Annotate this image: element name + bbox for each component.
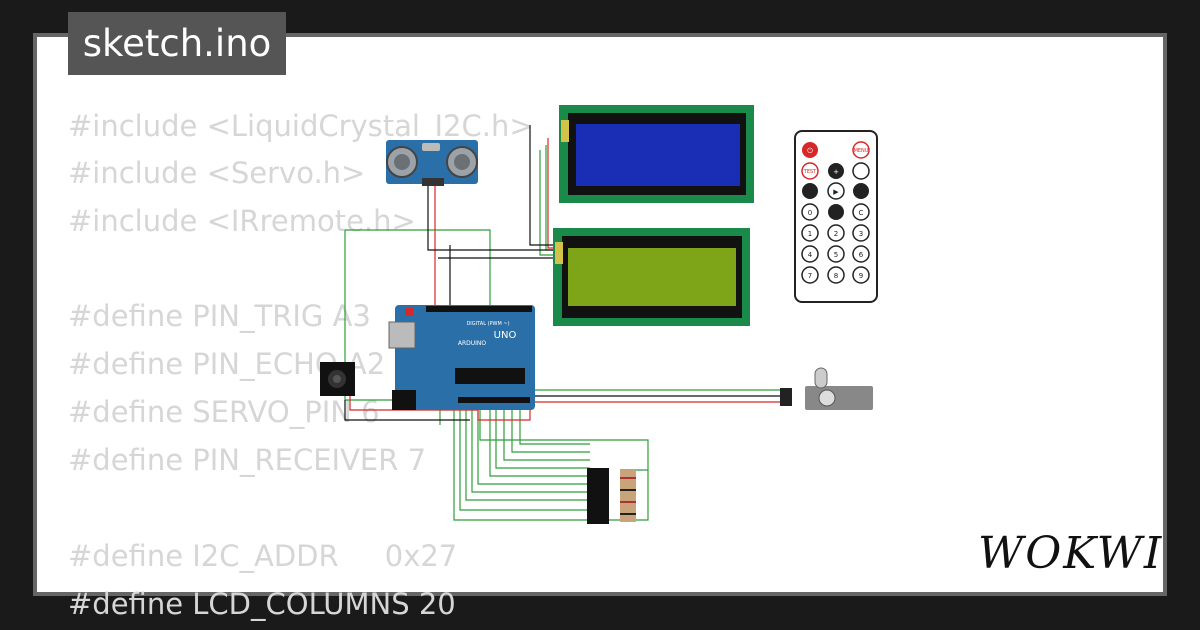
servo-motor[interactable] xyxy=(780,367,873,410)
remote-test-label: TEST xyxy=(803,169,817,175)
lcd-i2c-blue[interactable] xyxy=(559,105,754,203)
wokwi-logo: WOKWI xyxy=(978,528,1164,579)
code-line: #include <Servo.h> xyxy=(68,156,366,190)
code-line: #include <IRremote.h> xyxy=(68,204,416,238)
remote-1-label: 1 xyxy=(808,230,812,238)
remote-menu-label: MENU xyxy=(854,148,869,154)
code-line: #define PIN_ECHO A2 xyxy=(68,347,386,381)
black-wires xyxy=(344,125,790,421)
remote-5-label: 5 xyxy=(834,251,838,259)
remote-power-icon: ⏻ xyxy=(807,147,813,155)
remote-play-icon: ▶ xyxy=(833,188,839,196)
remote-plus-label: + xyxy=(833,168,839,176)
board-arduino-label: ARDUINO xyxy=(458,340,487,347)
code-line: #define SERVO_PIN 6 xyxy=(68,395,380,429)
ir-remote[interactable]: ⏻ MENU TEST + ▶ 0 C 1 2 3 4 5 6 7 8 9 xyxy=(794,130,878,303)
file-name-badge: sketch.ino xyxy=(68,12,286,75)
remote-c-label: C xyxy=(859,209,864,217)
remote-0-label: 0 xyxy=(808,209,812,217)
ir-receiver[interactable] xyxy=(320,362,355,396)
board-uno-label: UNO xyxy=(494,330,517,341)
lcd-green[interactable] xyxy=(553,228,750,326)
board-digital-label: DIGITAL (PWM ~) xyxy=(466,321,509,327)
code-line: #define PIN_RECEIVER 7 xyxy=(68,443,427,477)
remote-3-label: 3 xyxy=(859,230,863,238)
shift-register[interactable] xyxy=(587,468,609,524)
resistor-array[interactable] xyxy=(620,470,636,522)
remote-4-label: 4 xyxy=(808,251,813,259)
remote-7-label: 7 xyxy=(808,272,812,280)
code-line: #define PIN_TRIG A3 xyxy=(68,299,371,333)
remote-buttons xyxy=(801,141,870,284)
ultrasonic-sensor[interactable] xyxy=(386,140,478,186)
remote-2-label: 2 xyxy=(834,230,838,238)
remote-6-label: 6 xyxy=(859,251,864,259)
remote-9-label: 9 xyxy=(859,272,863,280)
code-line: #define I2C_ADDR 0x27 xyxy=(68,539,458,573)
code-line: #include <LiquidCrystal_I2C.h> xyxy=(68,109,534,143)
arduino-uno[interactable]: DIGITAL (PWM ~) UNO ARDUINO xyxy=(388,305,535,410)
code-line: #define LCD_COLUMNS 20 xyxy=(68,587,456,621)
remote-8-label: 8 xyxy=(834,272,838,280)
